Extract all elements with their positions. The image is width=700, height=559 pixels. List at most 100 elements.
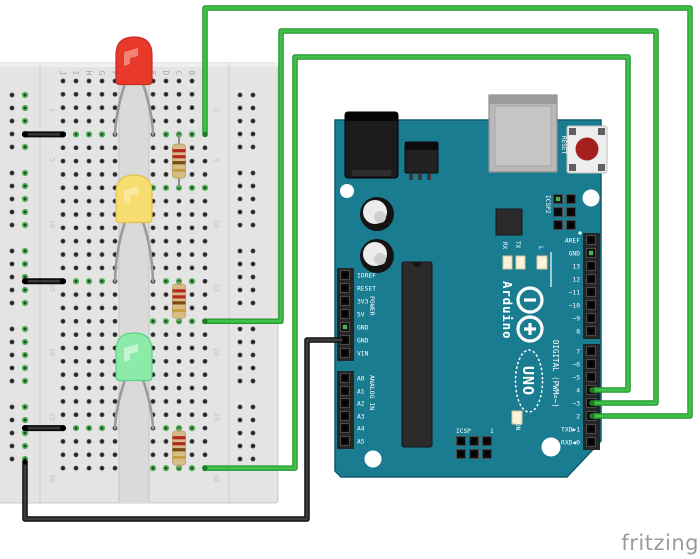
digital-pin-label: ~10 <box>569 302 581 309</box>
green-wire-pin4[interactable] <box>202 54 631 471</box>
power-rail-hole <box>250 196 256 202</box>
header-pin[interactable] <box>482 449 492 459</box>
header-pin[interactable] <box>586 424 596 434</box>
breadboard-hole <box>163 105 169 111</box>
header-pin[interactable] <box>566 207 576 217</box>
header-pin[interactable] <box>340 309 350 319</box>
header-pin[interactable] <box>586 437 596 447</box>
header-pin[interactable] <box>553 220 563 230</box>
header-pin[interactable] <box>482 436 492 446</box>
breadboard-hole <box>202 452 208 458</box>
breadboard-hole <box>188 425 196 432</box>
breadboard-hole <box>99 91 105 97</box>
breadboard-hole <box>189 345 195 351</box>
resistor[interactable] <box>172 134 186 188</box>
led-bulb[interactable] <box>115 174 153 224</box>
breadboard-hole <box>86 372 92 378</box>
header-pin[interactable] <box>586 372 596 382</box>
uno-oval <box>514 349 544 413</box>
header-pin[interactable] <box>340 348 350 358</box>
green-led[interactable] <box>113 332 155 430</box>
analog-section-label: ANALOG IN <box>368 375 376 410</box>
header-pin[interactable] <box>586 274 596 284</box>
breadboard-hole <box>86 358 92 364</box>
reset-button-cap[interactable] <box>575 137 599 161</box>
header-pin[interactable] <box>340 411 350 421</box>
header-pin[interactable] <box>586 313 596 323</box>
breadboard-hole <box>99 372 105 378</box>
header-pin[interactable] <box>586 359 596 369</box>
arduino-uno-board[interactable]: IOREFRESET3V35VGNDGNDVINA0A1A2A3A4A5AREF… <box>334 94 608 478</box>
led-bulb[interactable] <box>115 332 153 382</box>
header-pin[interactable] <box>340 436 350 446</box>
header-pin[interactable] <box>340 283 350 293</box>
breadboard-hole <box>112 292 118 297</box>
breadboard-hole <box>73 212 79 217</box>
breadboard-hole <box>60 318 66 324</box>
header-pin[interactable] <box>586 326 596 336</box>
header-pin[interactable] <box>586 300 596 310</box>
breadboard-hole <box>150 158 156 164</box>
header-pin[interactable] <box>586 235 596 245</box>
header-pin[interactable] <box>469 449 479 459</box>
breadboard-hole <box>99 252 105 257</box>
led-bulb[interactable] <box>115 36 153 86</box>
power-rail-hole <box>250 443 256 449</box>
digital-section-label: DIGITAL (PWM=~) <box>551 340 560 408</box>
breadboard-hole <box>188 278 196 285</box>
breadboard-hole <box>163 399 169 404</box>
breadboard-hole <box>86 185 92 191</box>
digital-header-upper <box>583 233 600 339</box>
breadboard-hole <box>189 238 195 244</box>
header-pin[interactable] <box>340 398 350 408</box>
header-pin[interactable] <box>586 248 596 258</box>
breadboard-hole <box>188 184 196 191</box>
black-ground-wire[interactable] <box>22 337 348 522</box>
breadboard-hole <box>176 118 182 124</box>
breadboard-hole <box>60 78 66 84</box>
header-pin[interactable] <box>553 207 563 217</box>
header-pin[interactable] <box>586 287 596 297</box>
resistors <box>172 134 186 469</box>
header-pin[interactable] <box>586 346 596 356</box>
black-jumper-wire[interactable] <box>22 278 66 285</box>
breadboard-hole <box>60 345 66 351</box>
breadboard-hole <box>189 158 195 164</box>
breadboard[interactable]: JIHGFEDCBA115510101515202025253030 <box>0 62 279 504</box>
breadboard-hole <box>163 412 169 418</box>
resistor[interactable] <box>172 281 186 322</box>
breadboard-hole <box>99 198 105 204</box>
breadboard-hole <box>189 332 195 338</box>
power-rail-hole <box>9 404 15 410</box>
header-pin[interactable] <box>340 296 350 306</box>
header-pin[interactable] <box>586 261 596 271</box>
green-wire-pin3[interactable] <box>202 28 659 406</box>
breadboard-hole <box>86 238 92 244</box>
black-jumper-wire[interactable] <box>22 425 66 432</box>
header-pin[interactable] <box>340 322 350 332</box>
digital-pin-label: AREF <box>565 237 580 244</box>
resistor[interactable] <box>172 428 186 469</box>
header-pin[interactable] <box>456 436 466 446</box>
header-pin[interactable] <box>566 220 576 230</box>
header-pin[interactable] <box>469 436 479 446</box>
header-pin[interactable] <box>553 194 563 204</box>
breadboard-hole <box>176 91 182 97</box>
red-led[interactable] <box>113 36 155 136</box>
breadboard-hole <box>176 332 182 338</box>
reset-button[interactable] <box>566 125 608 174</box>
header-pin[interactable] <box>340 270 350 280</box>
power-rail-hole <box>237 170 243 176</box>
black-jumper-wire[interactable] <box>22 131 66 138</box>
header-pin[interactable] <box>456 449 466 459</box>
header-pin[interactable] <box>340 373 350 383</box>
yellow-led[interactable] <box>113 174 155 283</box>
breadboard-hole <box>72 425 80 432</box>
header-pin[interactable] <box>340 386 350 396</box>
breadboard-hole <box>99 78 105 84</box>
header-pin[interactable] <box>340 423 350 433</box>
green-wire-pin2[interactable] <box>202 5 693 419</box>
breadboard-hole <box>60 399 66 404</box>
power-rail-hole <box>9 118 15 124</box>
header-pin[interactable] <box>566 194 576 204</box>
